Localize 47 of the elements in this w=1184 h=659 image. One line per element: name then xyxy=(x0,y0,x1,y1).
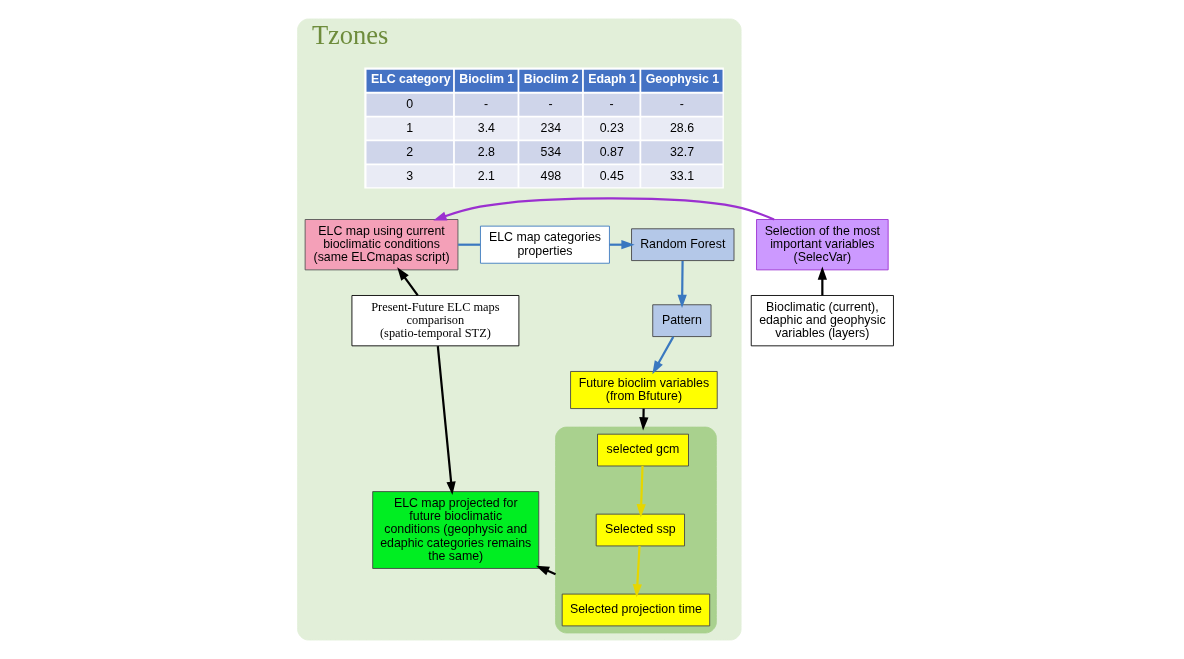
cluster xyxy=(555,426,717,634)
node-box: Selection of the most important variables (SelecVar) xyxy=(756,219,889,271)
label: - xyxy=(548,96,553,111)
label: - xyxy=(679,96,684,111)
label: 3 xyxy=(406,168,414,183)
label: 32.7 xyxy=(669,144,695,159)
arrow xyxy=(397,267,419,297)
node-box: ELC map projected for future bioclimatic conditions (geophysic and edaphic categories remains the same) xyxy=(372,491,540,569)
label: 2 xyxy=(406,144,414,159)
label: 0 xyxy=(406,96,414,111)
label: - xyxy=(484,96,489,111)
label: 0.23 xyxy=(599,120,624,135)
node-box: Future bioclim variables (from Bfuture) xyxy=(570,371,718,409)
label: Bioclim 2 xyxy=(523,72,579,87)
arrow xyxy=(636,466,646,518)
label: 2.8 xyxy=(477,144,496,159)
label: Edaph 1 xyxy=(588,72,637,87)
label: 0.45 xyxy=(599,168,624,183)
label: ELC category xyxy=(370,72,451,87)
arrow xyxy=(632,545,642,598)
label: 0.87 xyxy=(599,144,624,159)
node-box: Random Forest xyxy=(631,228,735,262)
label: 234 xyxy=(540,120,562,135)
node-box: Bioclimatic (current), edaphic and geophysic variables (layers) xyxy=(750,295,894,347)
arrow xyxy=(433,197,775,221)
label: 3.4 xyxy=(477,120,496,135)
label: 1 xyxy=(406,120,414,135)
arrow xyxy=(677,260,687,309)
arrow xyxy=(436,346,456,495)
label: Geophysic 1 xyxy=(645,72,720,87)
node-box: Selected ssp xyxy=(595,513,685,547)
node-box: selected gcm xyxy=(597,433,689,467)
arrow xyxy=(652,336,675,375)
connector xyxy=(458,243,481,246)
label: 28.6 xyxy=(669,120,695,135)
node-box: Selected projection time xyxy=(561,593,711,627)
label: 534 xyxy=(540,144,562,159)
label: 498 xyxy=(540,168,562,183)
label: - xyxy=(609,96,614,111)
label: 2.1 xyxy=(477,168,496,183)
node-box: Present-Future ELC maps comparison (spatio-temporal STZ) xyxy=(351,295,520,347)
node-box: ELC map categories properties xyxy=(480,225,610,264)
label: 33.1 xyxy=(669,168,695,183)
node-box: ELC map using current bioclimatic conditions (same ELCmapas script) xyxy=(304,219,459,271)
arrow xyxy=(535,565,556,576)
node-box: Pattern xyxy=(652,304,712,337)
label: Bioclim 1 xyxy=(459,72,515,87)
